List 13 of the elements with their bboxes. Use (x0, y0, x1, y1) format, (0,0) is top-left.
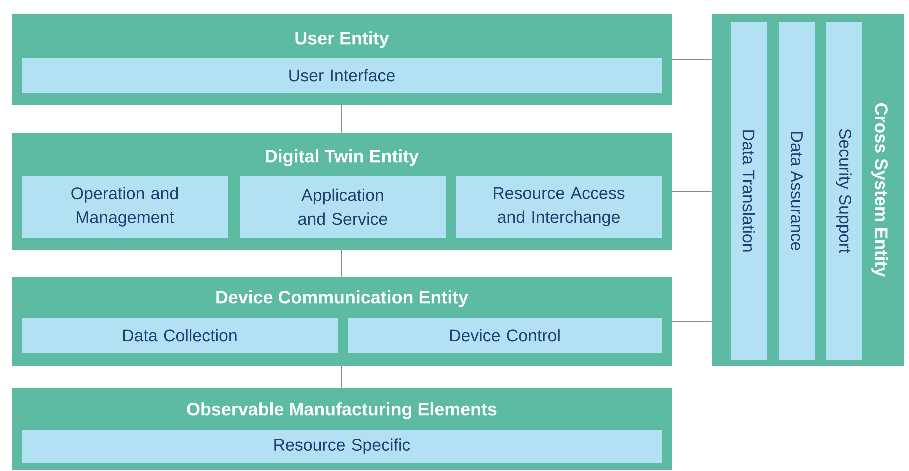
connector-line (672, 191, 712, 192)
component-box: User Interface (22, 58, 662, 93)
connector-line (672, 59, 712, 60)
connector-line (672, 321, 712, 322)
component-box: Resource Access and Interchange (456, 176, 662, 238)
component-box: Data Collection (22, 318, 338, 353)
component-box: Resource Specific (22, 430, 662, 463)
component-box: Device Control (348, 318, 662, 353)
component-box: Operation and Management (22, 176, 228, 238)
component-box: Application and Service (240, 176, 446, 238)
component-box: Data Translation (731, 22, 767, 360)
component-box: Data Assurance (779, 22, 815, 360)
component-box: Security Support (826, 22, 862, 360)
